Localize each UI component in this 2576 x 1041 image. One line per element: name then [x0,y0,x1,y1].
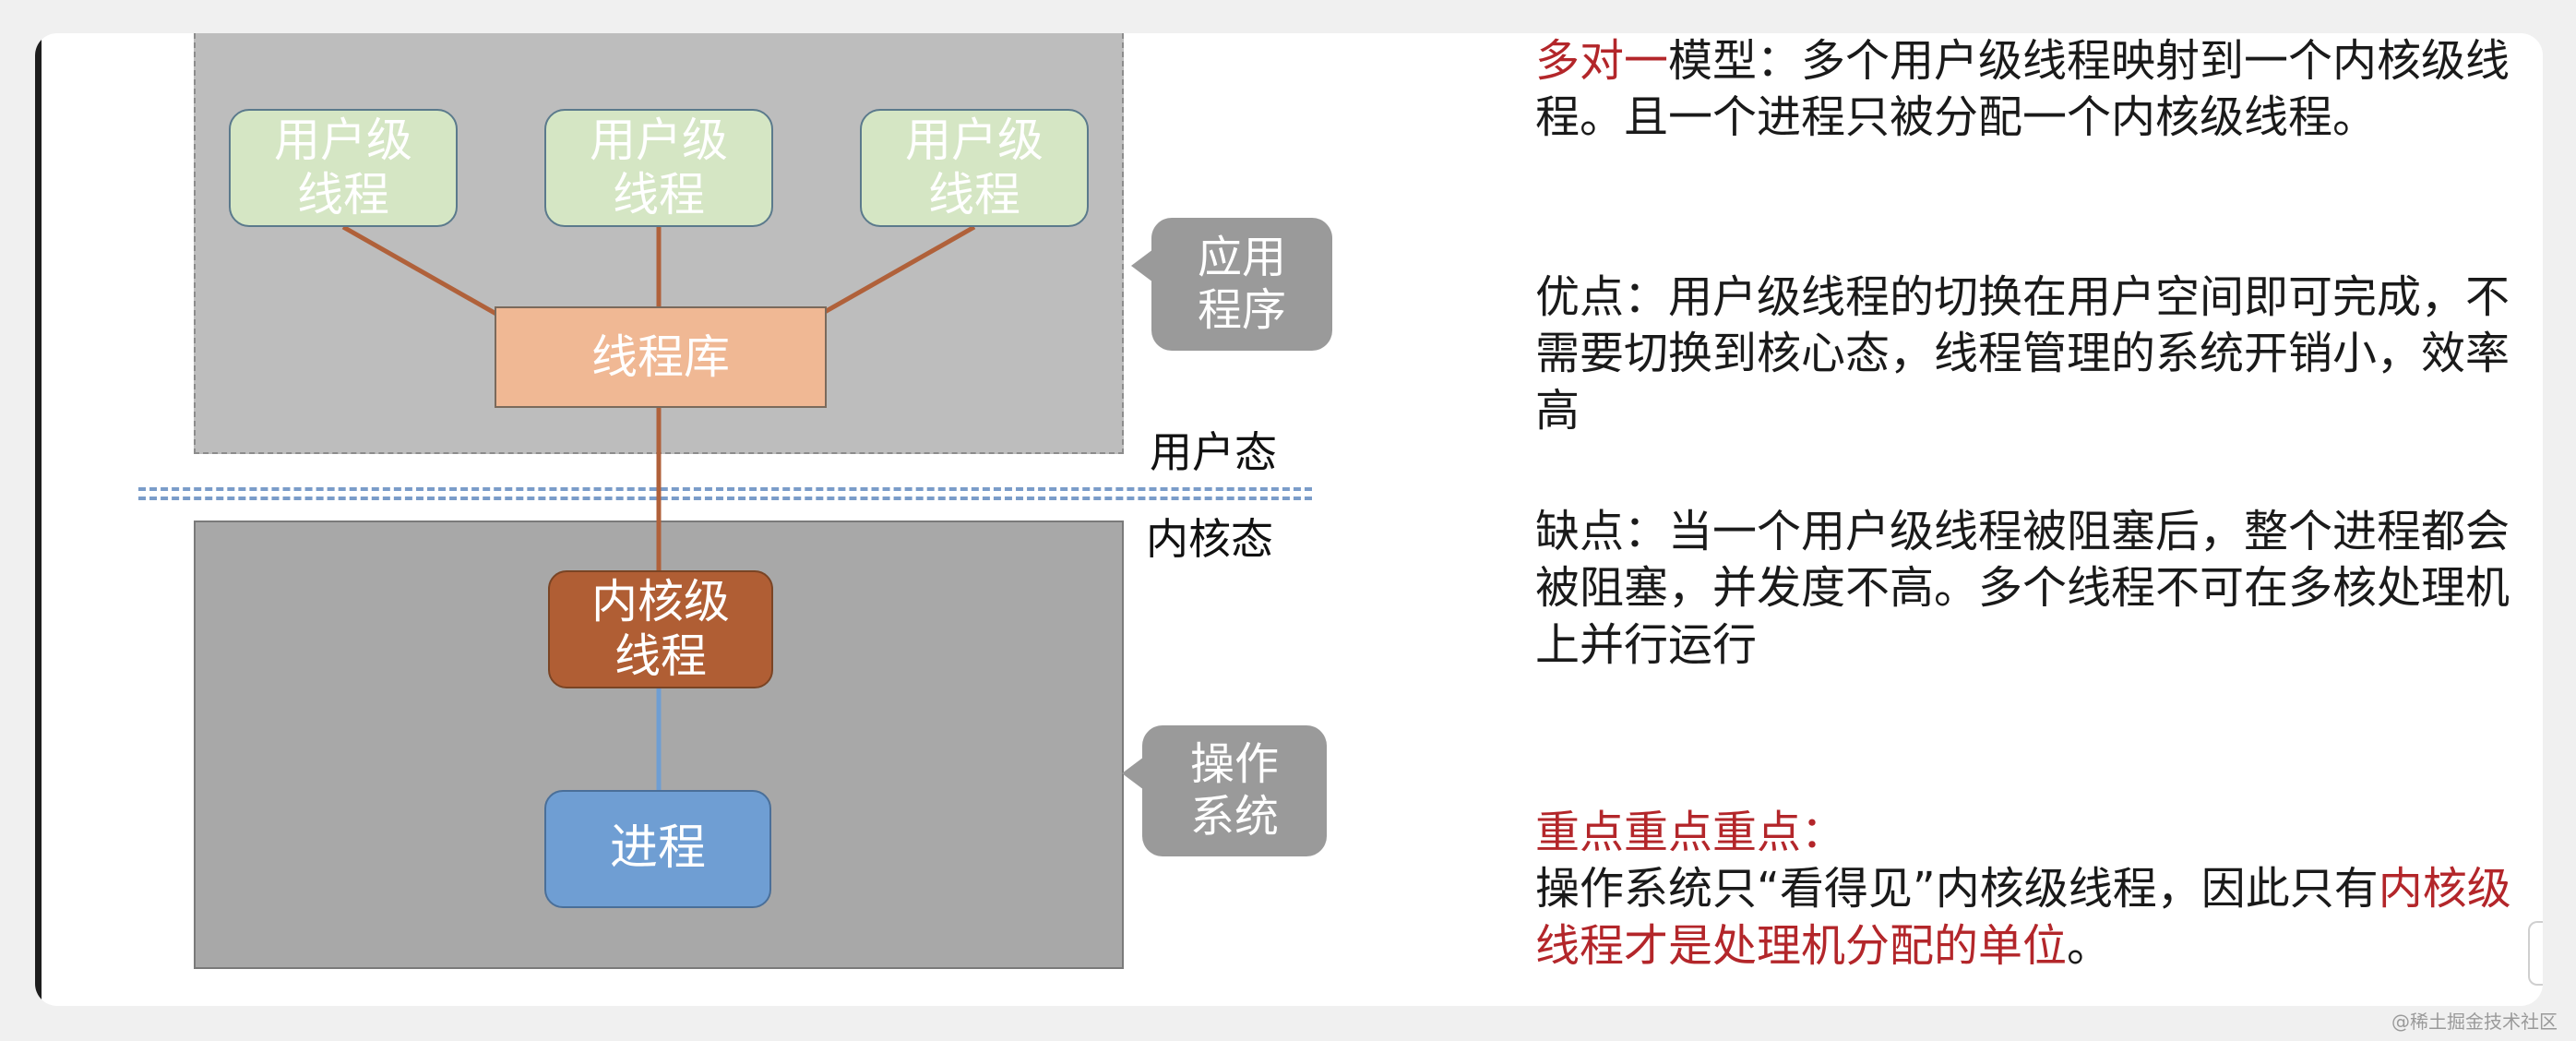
model-paragraph: 多对一模型：多个用户级线程映射到一个内核级线程。且一个进程只被分配一个内核级线程… [1535,33,2522,147]
left-edge-bar [35,33,42,1006]
thread-library-box: 线程库 [495,306,827,408]
os-callout: 操作 系统 [1122,725,1327,856]
conclusion-text: 操作系统只“看得见”内核级线程，因此只有内核级线程才是处理机分配的单位。 [1535,861,2522,975]
watermark: @稀土掘金技术社区 [2391,1011,2558,1033]
model-description: 模型：多个用户级线程映射到一个内核级线程。且一个进程只被分配一个内核级线程。 [1535,35,2510,144]
user-thread-box: 用户级 线程 [860,109,1089,227]
key-points-heading: 重点重点重点： [1535,807,1846,858]
cons-paragraph: 缺点：当一个用户级线程被阻塞后，整个进程都会被阻塞，并发度不高。多个线程不可在多… [1535,506,2510,671]
user-kernel-divider [138,487,1312,500]
user-thread-box: 用户级 线程 [229,109,458,227]
kernel-thread-box: 内核级 线程 [548,570,773,688]
side-scroll-handle[interactable] [2528,921,2543,986]
conclusion-highlight: 内核级线程才是处理机分配的单位 [1535,863,2511,972]
conclusion-part-c: 。 [2067,919,2112,972]
user-mode-label: 用户态 [1150,427,1277,477]
process-box: 进程 [544,790,771,908]
slide: 线程库 用户级 线程 用户级 线程 用户级 线程 内核级 线程 进程 应用 程序… [35,33,2543,1006]
key-points-section: 重点重点重点： 操作系统只“看得见”内核级线程，因此只有内核级线程才是处理机分配… [1535,805,2522,975]
pros-paragraph: 优点：用户级线程的切换在用户空间即可完成，不需要切换到核心态，线程管理的系统开销… [1535,271,2510,437]
model-title: 多对一 [1535,35,1669,87]
kernel-mode-label: 内核态 [1146,514,1273,564]
application-callout: 应用 程序 [1131,218,1332,351]
user-thread-box: 用户级 线程 [544,109,773,227]
conclusion-part-a: 操作系统只“看得见”内核级线程，因此只有 [1535,863,2379,915]
